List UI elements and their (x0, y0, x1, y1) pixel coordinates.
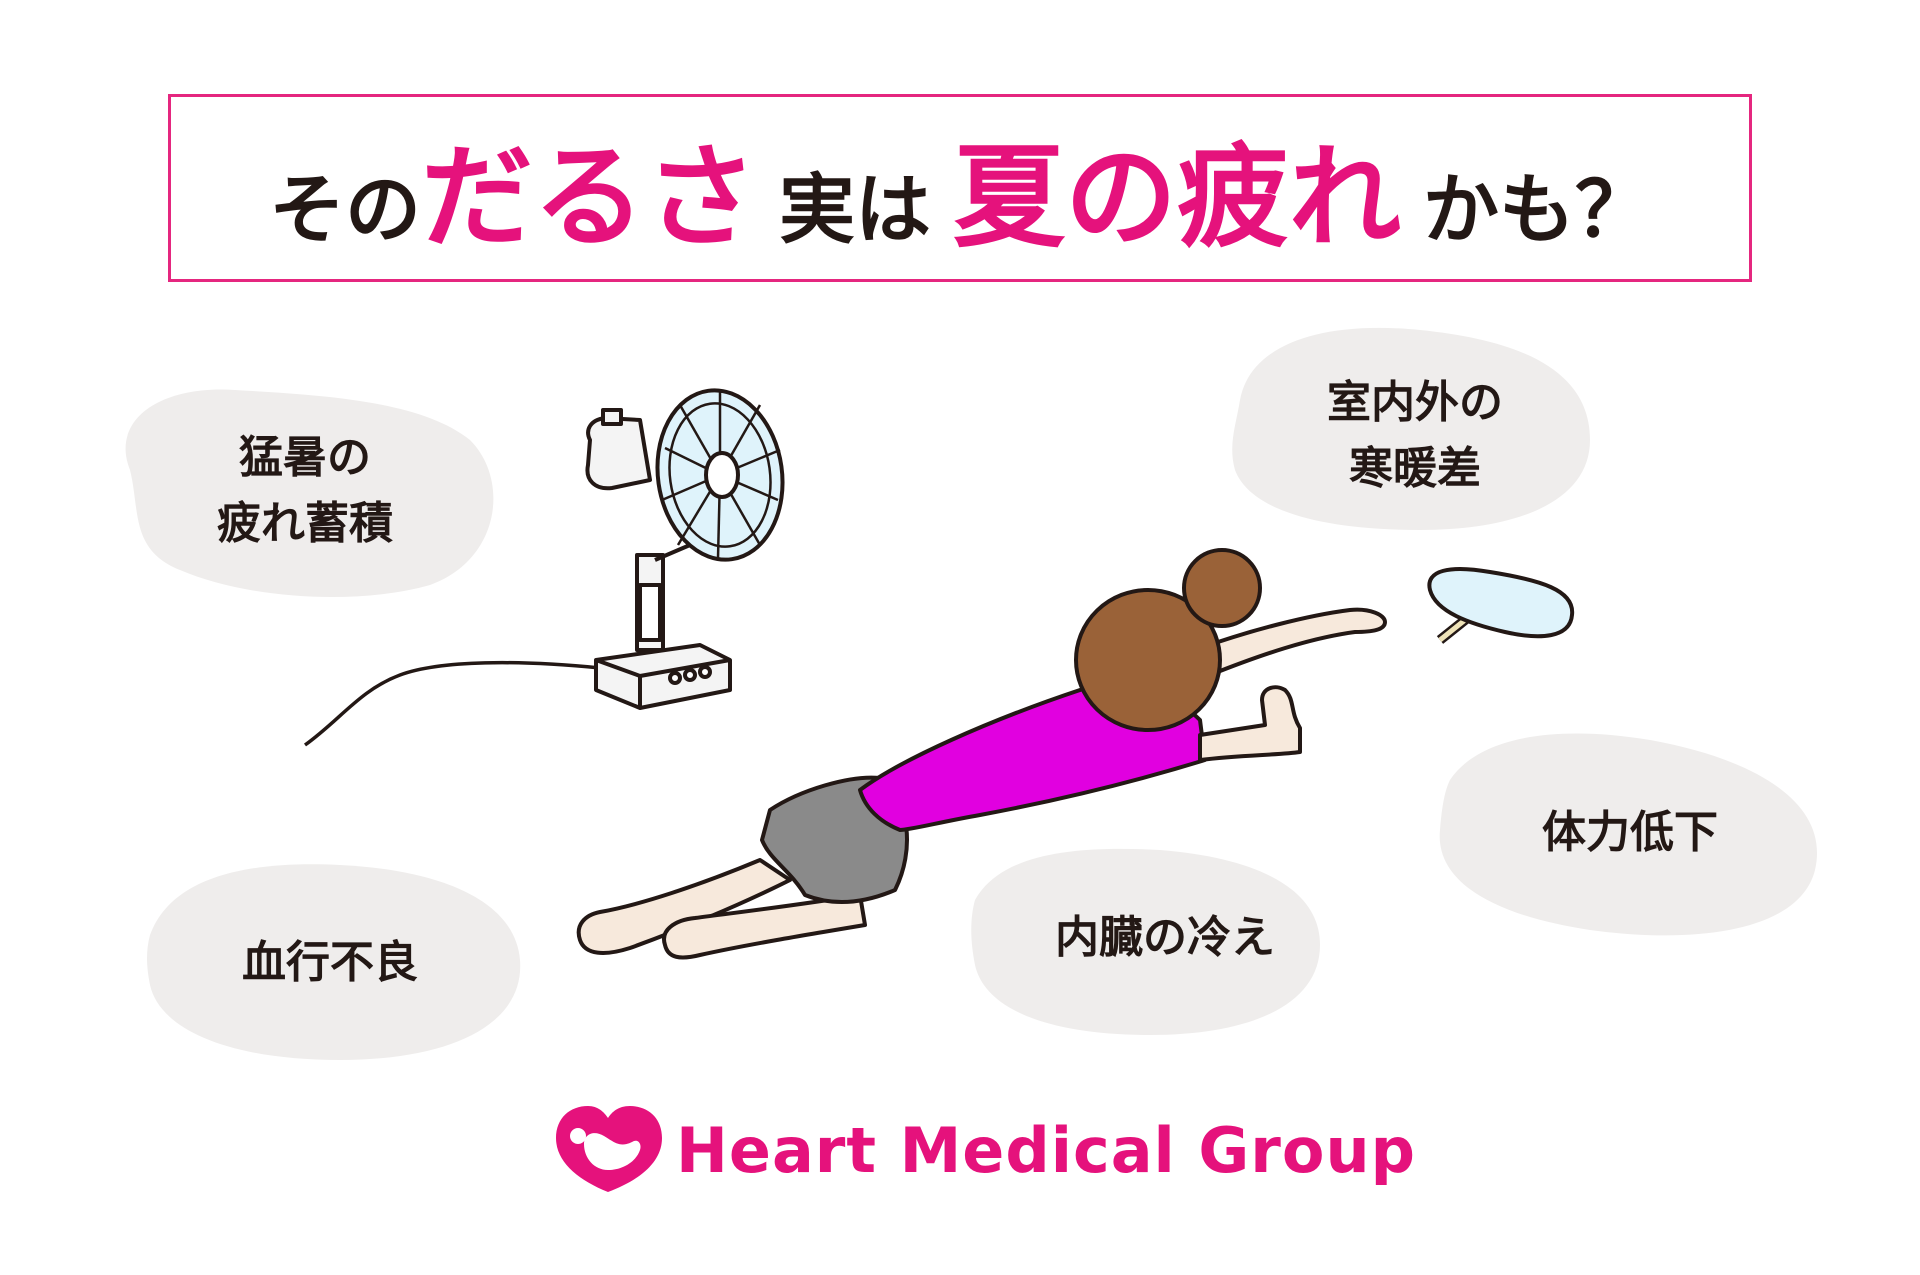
bubble-heat-fatigue-line2: 疲れ蓄積 (217, 498, 393, 549)
bubble-stamina-line1: 体力低下 (1542, 807, 1718, 858)
bubble-stamina-text: 体力低下 (1500, 800, 1760, 866)
bubble-visceral-cold-line1: 内臓の冷え (1055, 912, 1275, 963)
bubble-circulation-line1: 血行不良 (242, 937, 418, 988)
bubble-visceral-cold-text: 内臓の冷え (1020, 905, 1310, 971)
heart-logo-icon (556, 1106, 662, 1192)
title-part-darusa: だるさ (421, 133, 757, 263)
bubble-visceral-cold (971, 848, 1320, 1035)
bubble-circulation (147, 864, 521, 1060)
bubble-heat-fatigue-text: 猛暑の 疲れ蓄積 (195, 425, 415, 557)
electric-fan-icon (585, 388, 785, 710)
bubble-shapes (125, 327, 1818, 1060)
title-part-natsu-no-tsukare: 夏の疲れ (953, 133, 1401, 263)
bubble-stamina (1439, 733, 1818, 936)
title-part-kamo: かも？ (1423, 165, 1651, 254)
bubble-circulation-text: 血行不良 (210, 930, 450, 996)
fan-cord (303, 660, 601, 747)
hand-fan-icon (1427, 567, 1575, 644)
logo-text: Heart Medical Group (676, 1113, 1416, 1187)
bubble-temp-difference-line2: 寒暖差 (1349, 443, 1481, 494)
exhausted-person-illustration (576, 548, 1387, 960)
title-banner: その だるさ 実は 夏の疲れ かも？ (168, 94, 1752, 282)
page-title: その だるさ 実は 夏の疲れ かも？ (269, 107, 1651, 269)
logo: Heart Medical Group (548, 1100, 1416, 1200)
title-part-sono: その (269, 165, 421, 254)
bubble-temp-difference (1232, 327, 1590, 530)
bubble-temp-difference-text: 室内外の 寒暖差 (1290, 370, 1540, 502)
bubble-heat-fatigue-line1: 猛暑の (239, 432, 371, 483)
bubble-heat-fatigue (125, 389, 494, 597)
title-part-jitsuwa: 実は (779, 165, 931, 254)
bubble-temp-difference-line1: 室内外の (1327, 377, 1503, 428)
